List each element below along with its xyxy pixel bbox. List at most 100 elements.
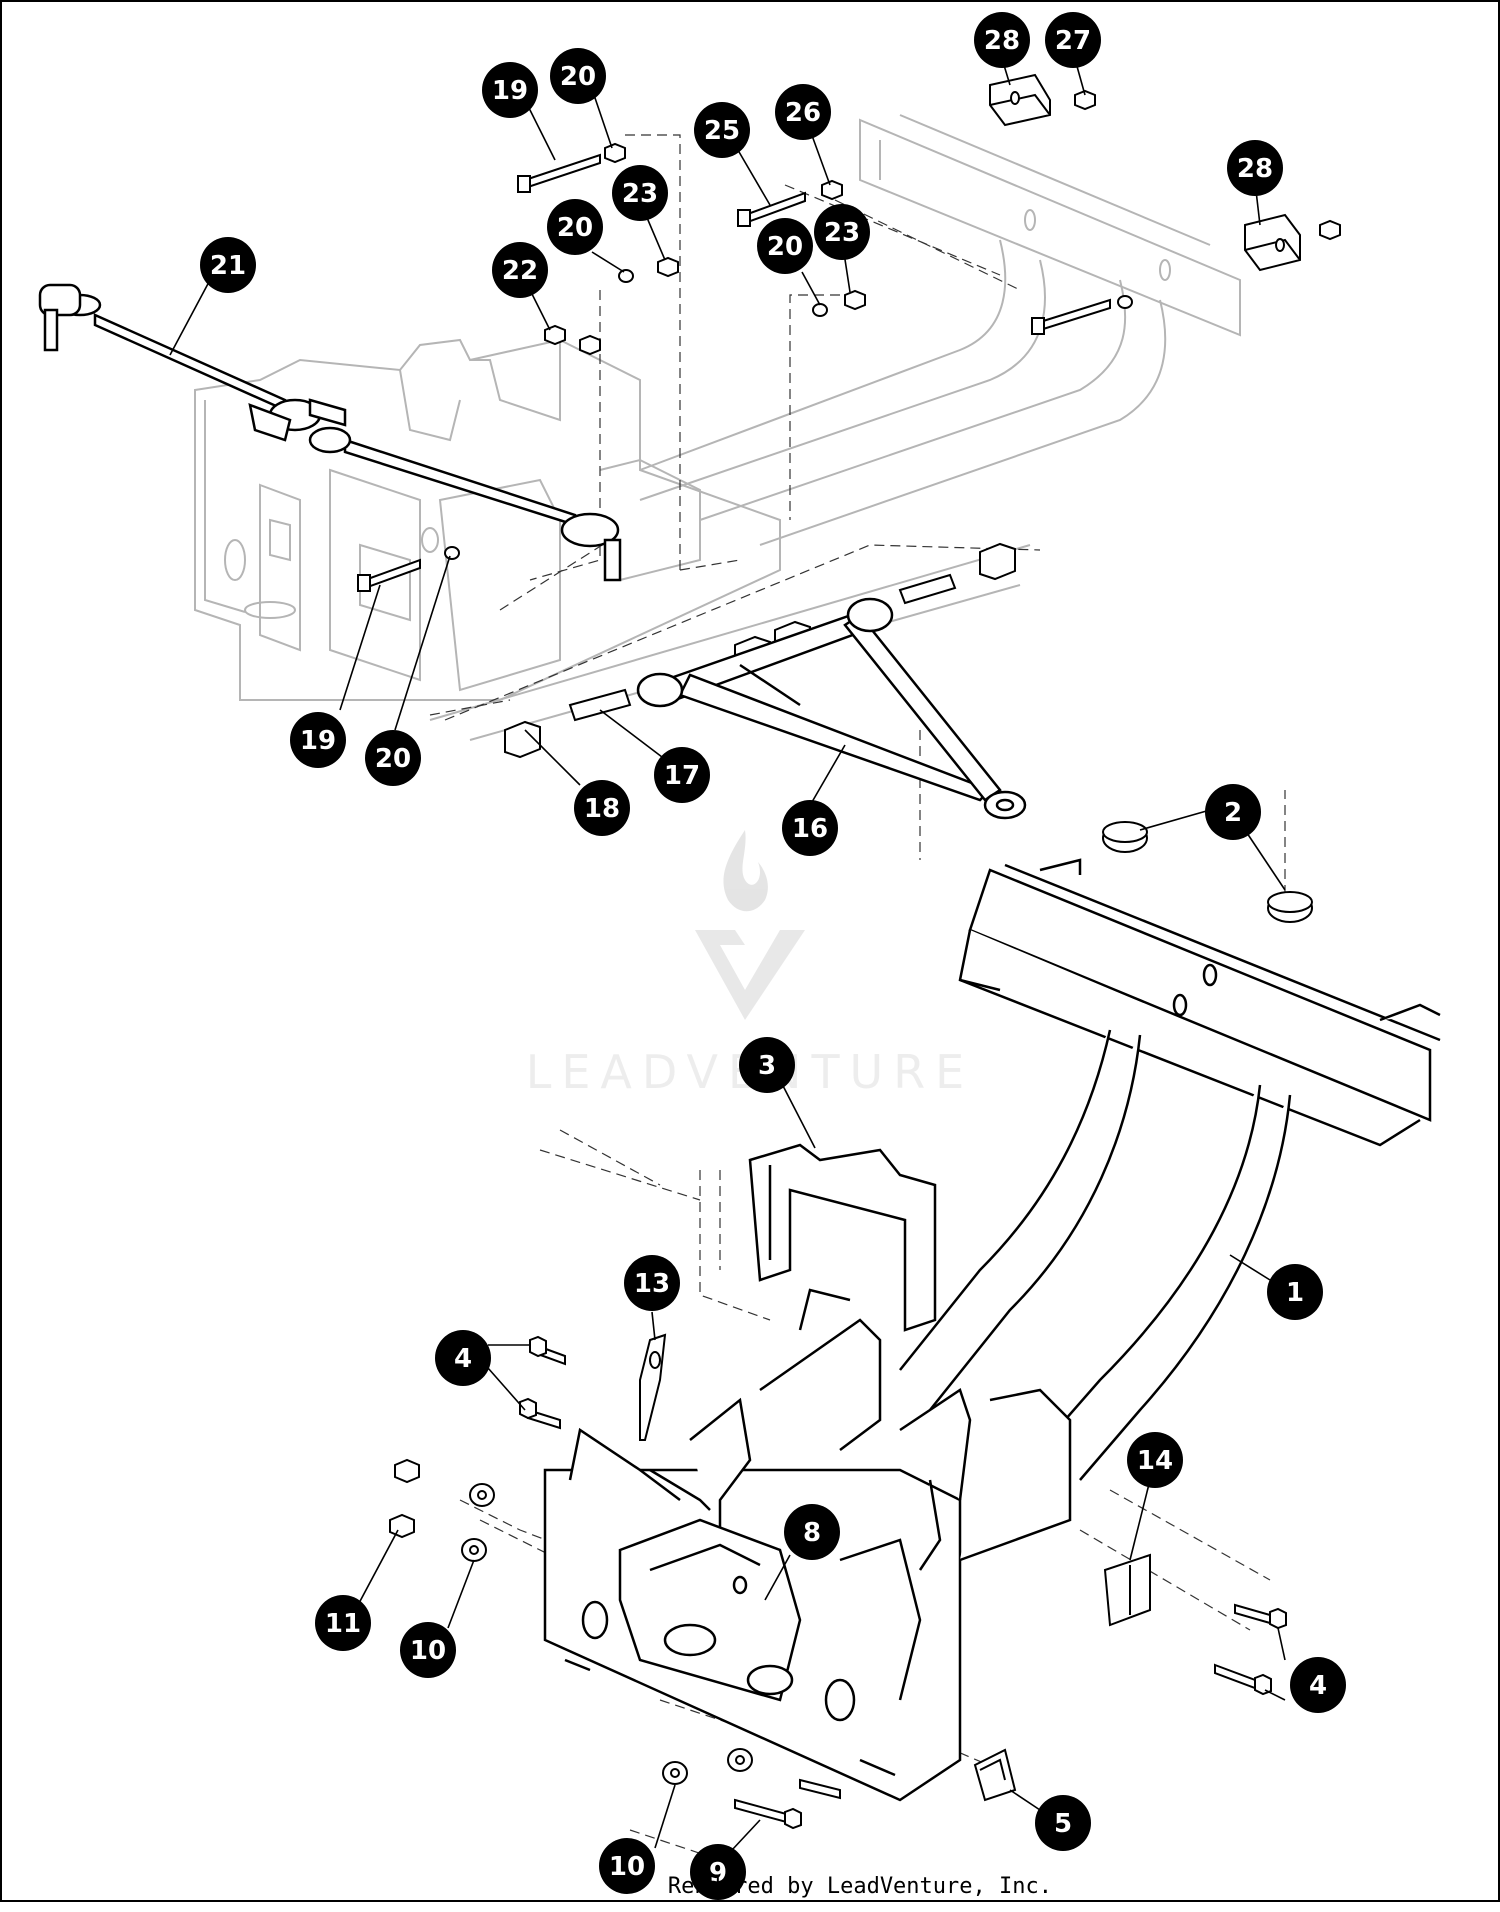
callout-c5: 5: [1035, 1795, 1091, 1851]
callout-number: 4: [1309, 1671, 1327, 1701]
callout-bubble: [550, 48, 606, 104]
callout-number: 23: [824, 218, 860, 248]
callout-bubble: [1267, 1264, 1323, 1320]
callout-number: 25: [704, 116, 740, 146]
callout-c4a: 4: [435, 1330, 491, 1386]
callout-number: 4: [454, 1344, 472, 1374]
callout-number: 3: [758, 1051, 776, 1081]
callout-number: 18: [584, 794, 620, 824]
callout-c13: 13: [624, 1255, 680, 1311]
callout-bubble: [784, 1504, 840, 1560]
callout-bubble: [1290, 1657, 1346, 1713]
callout-c10a: 10: [400, 1622, 456, 1678]
callout-c3: 3: [739, 1037, 795, 1093]
callout-c21: 21: [200, 237, 256, 293]
callout-c27: 27: [1045, 12, 1101, 68]
callout-bubble: [782, 800, 838, 856]
callout-c8: 8: [784, 1504, 840, 1560]
callout-c11: 11: [315, 1595, 371, 1651]
callout-bubble: [612, 165, 668, 221]
callout-number: 5: [1054, 1809, 1072, 1839]
a-arm: [636, 597, 1027, 820]
callout-c10b: 10: [599, 1838, 655, 1894]
flame-icon: [723, 830, 768, 912]
callout-c19a: 19: [482, 62, 538, 118]
callout-c23b: 23: [814, 204, 870, 260]
callout-bubble: [654, 747, 710, 803]
callout-number: 20: [375, 744, 411, 774]
callout-bubble: [200, 237, 256, 293]
callout-bubble: [775, 84, 831, 140]
callout-bubble: [492, 242, 548, 298]
callout-number: 1: [1286, 1278, 1304, 1308]
callout-c1: 1: [1267, 1264, 1323, 1320]
callout-c14: 14: [1127, 1432, 1183, 1488]
callout-bubble: [365, 730, 421, 786]
callout-bubble: [1127, 1432, 1183, 1488]
callout-c20d: 20: [365, 730, 421, 786]
callout-c16: 16: [782, 800, 838, 856]
callout-bubble: [690, 1844, 746, 1900]
callout-c20c: 20: [757, 218, 813, 274]
callout-number: 2: [1224, 798, 1242, 828]
upper-hardware: [357, 73, 1341, 759]
callout-bubble: [739, 1037, 795, 1093]
callout-bubble: [1045, 12, 1101, 68]
callout-bubble: [290, 712, 346, 768]
callout-number: 21: [210, 251, 246, 281]
callout-c4b: 4: [1290, 1657, 1346, 1713]
callout-bubble: [757, 218, 813, 274]
callout-c20a: 20: [550, 48, 606, 104]
callout-c28a: 28: [974, 12, 1030, 68]
callout-number: 28: [984, 26, 1020, 56]
callout-number: 17: [664, 761, 700, 791]
callout-bubble: [1035, 1795, 1091, 1851]
callout-number: 19: [300, 726, 336, 756]
main-frame: [543, 858, 1441, 1802]
callout-bubble: [974, 12, 1030, 68]
callout-number: 13: [634, 1269, 670, 1299]
callout-number: 27: [1055, 26, 1091, 56]
callout-c25: 25: [694, 102, 750, 158]
chevron-logo-icon: [695, 930, 805, 1020]
callout-number: 11: [325, 1609, 361, 1639]
lower-hardware: [389, 821, 1313, 1830]
callout-bubble: [694, 102, 750, 158]
callout-c2: 2: [1205, 784, 1261, 840]
callout-number: 19: [492, 76, 528, 106]
callout-bubble: [400, 1622, 456, 1678]
callout-c23a: 23: [612, 165, 668, 221]
callout-c17: 17: [654, 747, 710, 803]
callout-number: 10: [609, 1852, 645, 1882]
tie-rod: [38, 283, 622, 582]
callout-bubble: [599, 1838, 655, 1894]
callout-number: 9: [709, 1858, 727, 1888]
callout-bubble: [1205, 784, 1261, 840]
callout-c18: 18: [574, 780, 630, 836]
callout-number: 10: [410, 1636, 446, 1666]
callout-number: 23: [622, 179, 658, 209]
callout-number: 22: [502, 256, 538, 286]
callout-number: 28: [1237, 154, 1273, 184]
footer-credit: Rendered by LeadVenture, Inc.: [668, 1874, 1052, 1899]
callout-bubble: [435, 1330, 491, 1386]
callout-c9: 9: [690, 1844, 746, 1900]
callout-number: 20: [767, 232, 803, 262]
callout-bubble: [814, 204, 870, 260]
callout-c20b: 20: [547, 199, 603, 255]
callout-c19b: 19: [290, 712, 346, 768]
callout-number: 14: [1137, 1446, 1173, 1476]
callout-c22: 22: [492, 242, 548, 298]
callout-c28b: 28: [1227, 140, 1283, 196]
callout-number: 26: [785, 98, 821, 128]
callout-bubble: [574, 780, 630, 836]
callout-bubble: [624, 1255, 680, 1311]
callout-number: 20: [557, 213, 593, 243]
callout-bubble: [315, 1595, 371, 1651]
callout-c26: 26: [775, 84, 831, 140]
callout-number: 16: [792, 814, 828, 844]
